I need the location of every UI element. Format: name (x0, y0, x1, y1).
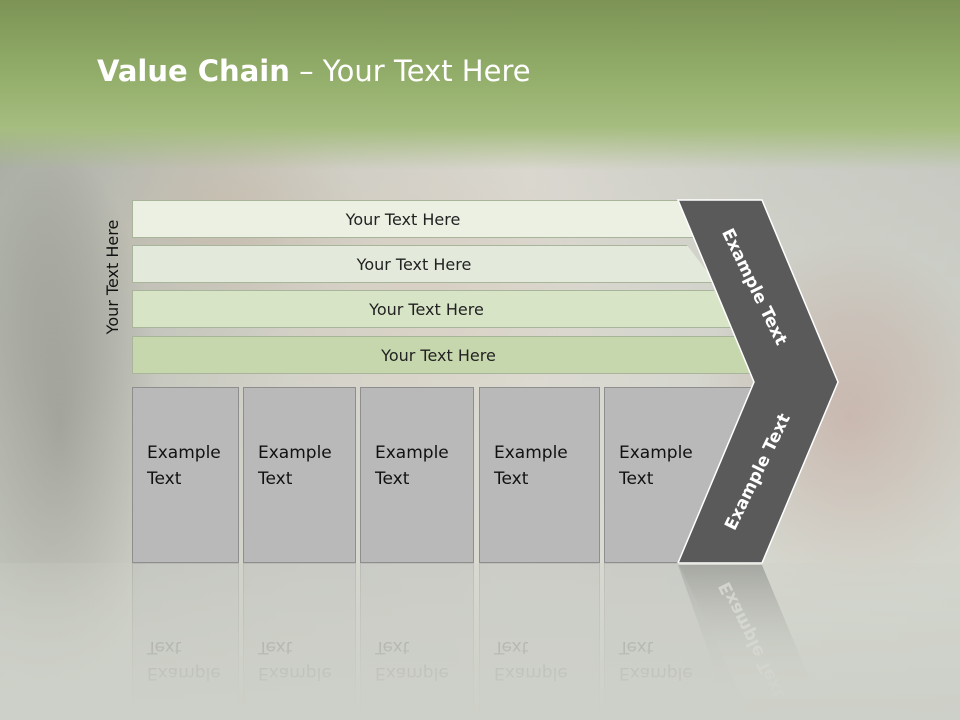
bar-label: Your Text Here (345, 209, 461, 229)
box-text-line1: Example (258, 443, 332, 463)
activity-box-2[interactable]: Example Text (243, 387, 356, 563)
reflection-fade (0, 563, 960, 720)
value-bar-3[interactable]: Your Text Here (132, 290, 741, 328)
box-text-line1: Example (494, 443, 568, 463)
box-text-line2: Text (147, 469, 182, 489)
header-band: Value Chain – Your Text Here (0, 0, 960, 170)
bar-label: Your Text Here (369, 299, 484, 319)
box-text-line1: Example (375, 443, 449, 463)
box-text-line2: Text (258, 469, 293, 489)
value-bar-4[interactable]: Your Text Here (132, 336, 765, 374)
chevron-shape[interactable] (676, 199, 839, 564)
box-text-line2: Text (619, 469, 654, 489)
bar-label: Your Text Here (356, 254, 472, 274)
title-bold: Value Chain (97, 54, 290, 88)
box-text-line2: Text (494, 469, 529, 489)
boxes-reflection: Example Text Example Text Example Text E… (0, 563, 960, 720)
title-rest: – Your Text Here (299, 54, 531, 88)
box-text-line1: Example (147, 443, 221, 463)
value-bar-1[interactable]: Your Text Here (132, 200, 694, 238)
bar-label: Your Text Here (381, 345, 496, 365)
activity-box-4[interactable]: Example Text (479, 387, 600, 563)
activity-box-3[interactable]: Example Text (360, 387, 474, 563)
slide-title[interactable]: Value Chain – Your Text Here (97, 54, 531, 88)
value-bar-2[interactable]: Your Text Here (132, 245, 716, 283)
box-text-line2: Text (375, 469, 410, 489)
box-text-line1: Example (619, 443, 693, 463)
activity-box-1[interactable]: Example Text (132, 387, 239, 563)
